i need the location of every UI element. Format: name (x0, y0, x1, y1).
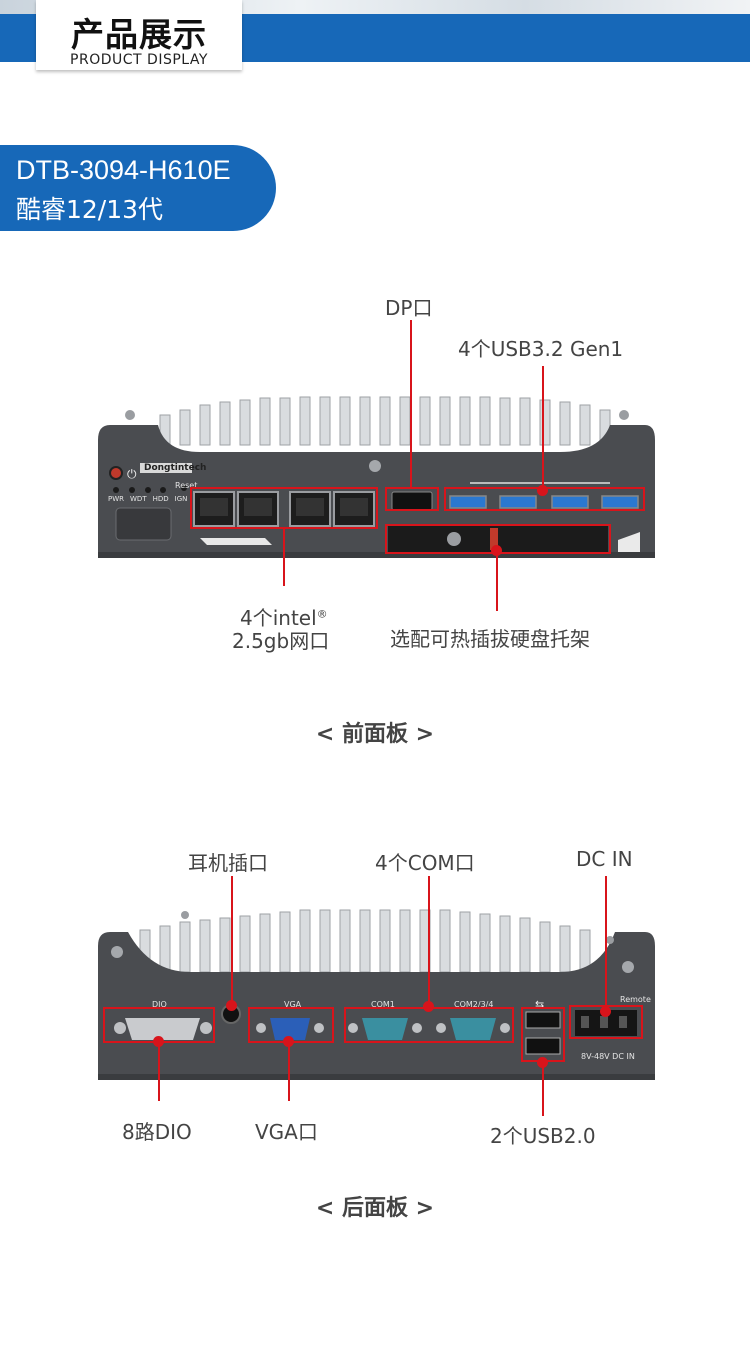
title-card: 产品展示 PRODUCT DISPLAY (36, 0, 242, 70)
rear-section-title: < 后面板 > (315, 1196, 435, 1221)
rear-com1-port-label: COM1 (371, 1000, 395, 1009)
usb3-callout-line (542, 366, 544, 487)
page-subtitle: PRODUCT DISPLAY (70, 52, 208, 68)
usb3-label: 4个USB3.2 Gen1 (458, 337, 624, 361)
usb3-callout-dot (537, 485, 548, 496)
svg-text:⇆: ⇆ (535, 998, 544, 1011)
usb2-label: 2个USB2.0 (490, 1124, 596, 1148)
led-wdt-label: WDT (130, 495, 147, 503)
audio-label: 耳机插口 (188, 851, 268, 875)
led-pwr-label: PWR (108, 495, 125, 503)
rear-vga-port-label: VGA (284, 1000, 302, 1009)
rear-com234-port-label: COM2/3/4 (454, 1000, 494, 1009)
hdd-label: 选配可热插拔硬盘托架 (390, 627, 590, 651)
vga-callout-dot (283, 1036, 294, 1047)
dc-label: DC IN (576, 847, 633, 871)
com-callout-box (344, 1007, 514, 1043)
reset-label: Reset (175, 481, 198, 490)
usb2-callout-line (542, 1062, 544, 1116)
dp-callout-line (410, 320, 412, 487)
rear-dio-port-label: DIO (152, 1000, 167, 1009)
front-section-title: < 前面板 > (315, 722, 435, 747)
model-name: DTB-3094-H610E (16, 155, 231, 185)
rear-dcin-port-label: 8V-48V DC IN (581, 1052, 635, 1061)
hdd-callout-line (496, 554, 498, 611)
usb2-callout-box (521, 1007, 565, 1062)
com-callout-dot (423, 1001, 434, 1012)
dio-callout-dot (153, 1036, 164, 1047)
led-ign-label: IGN (174, 495, 188, 503)
lan-label-line2: 2.5gb网口 (232, 629, 330, 653)
rear-remote-label: Remote (620, 995, 651, 1004)
lan-callout-box (190, 487, 378, 529)
vga-callout-line (288, 1043, 290, 1101)
dp-label: DP口 (385, 296, 433, 320)
led-hdd-label: HDD (152, 495, 169, 503)
audio-callout-line (231, 876, 233, 1006)
front-panel-image: ⏻ (98, 396, 655, 558)
model-pill (0, 145, 276, 231)
lan-callout-line (283, 529, 285, 586)
com-label: 4个COM口 (375, 851, 475, 875)
vga-label: VGA口 (255, 1120, 318, 1144)
dio-label: 8路DIO (122, 1120, 192, 1144)
lan-label-line1: 4个intel® (240, 606, 328, 630)
brand-logo: Dongtintech (144, 463, 207, 473)
com-callout-line (428, 876, 430, 1007)
dio-callout-line (158, 1043, 160, 1101)
usb2-callout-dot (537, 1057, 548, 1068)
dc-callout-dot (600, 1006, 611, 1017)
model-cpu: 酷睿12/13代 (16, 195, 164, 224)
dp-callout-box (385, 487, 439, 511)
hdd-callout-dot (491, 545, 502, 556)
svg-text:⏻: ⏻ (127, 467, 137, 481)
page-title: 产品展示 (71, 15, 207, 54)
led-labels: PWR WDT HDD IGN (108, 495, 187, 503)
dc-callout-line (605, 876, 607, 1006)
audio-callout-dot (226, 1000, 237, 1011)
